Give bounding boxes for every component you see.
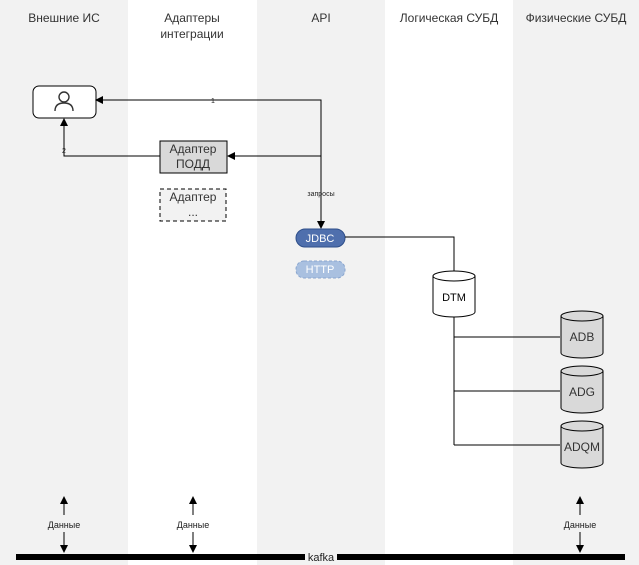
http-label: HTTP <box>306 264 335 276</box>
jdbc-label: JDBC <box>306 233 335 245</box>
adapter-other <box>159 188 227 222</box>
data-label-external: Данные <box>48 520 81 530</box>
lane-physical-dbms <box>513 0 639 565</box>
adapter-other-line2: ... <box>188 205 198 219</box>
lane-external-systems <box>0 0 128 565</box>
user-icon <box>54 91 74 112</box>
edge-2 <box>60 118 160 157</box>
adqm-label: ADQM <box>564 440 600 454</box>
lane-title-adapters-line2: интеграции <box>160 27 223 41</box>
data-label-adapters: Данные <box>177 520 210 530</box>
lane-title-physical-dbms: Физические СУБД <box>526 11 627 25</box>
lane-integration-adapters <box>128 0 257 565</box>
lane-title-adapters-line1: Адаптеры <box>164 11 220 25</box>
lane-title-external-systems: Внешние ИС <box>28 11 100 25</box>
lane-api <box>257 0 385 565</box>
adapter-podd-line1: Адаптер <box>170 142 217 156</box>
jdbc-node <box>295 228 346 248</box>
kafka-label: kafka <box>308 552 335 564</box>
adb-label: ADB <box>570 330 595 344</box>
lane-title-logical-dbms: Логическая СУБД <box>400 11 498 25</box>
adg-node <box>560 365 604 414</box>
adapter-podd <box>159 140 228 174</box>
edge-2-label: 2 <box>62 148 66 155</box>
dtm-node <box>432 270 476 318</box>
edge-jdbc-dtm <box>345 236 455 274</box>
adqm-node <box>560 420 604 469</box>
edge-1 <box>95 96 322 223</box>
adg-label: ADG <box>569 385 595 399</box>
adapter-podd-line2: ПОДД <box>176 157 210 171</box>
http-node <box>295 260 346 279</box>
edge-requests-label: запросы <box>307 191 334 198</box>
data-label-physical: Данные <box>564 520 597 530</box>
adb-node <box>560 310 604 359</box>
adapter-other-line1: Адаптер <box>170 190 217 204</box>
edge-1-label: 1 <box>211 98 215 105</box>
dtm-label: DTM <box>442 292 466 304</box>
lane-title-api: API <box>311 11 330 25</box>
